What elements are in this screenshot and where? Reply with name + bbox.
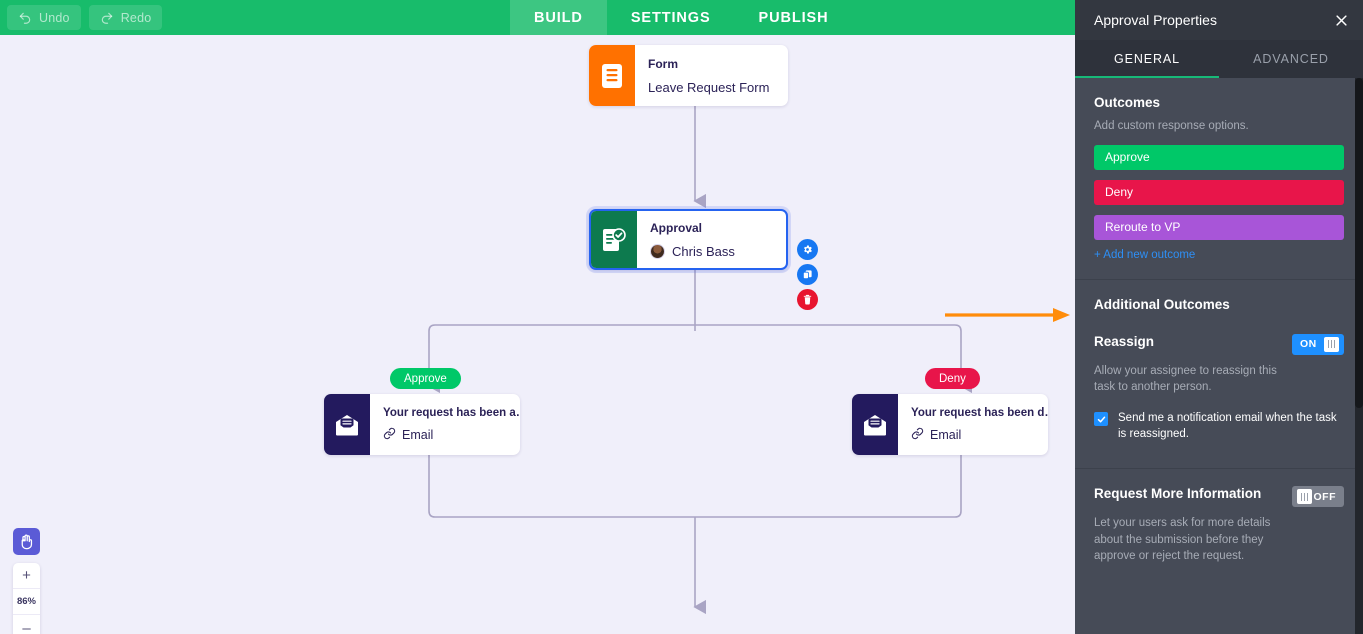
request-more-info-section: Request More Information OFF Let your us…	[1075, 469, 1363, 565]
node-settings-button[interactable]	[797, 239, 818, 260]
document-icon	[589, 45, 635, 106]
notification-checkbox[interactable]	[1094, 412, 1108, 427]
redo-button[interactable]: Redo	[88, 5, 163, 30]
annotation-arrow	[945, 308, 1070, 322]
node-delete-button[interactable]	[797, 289, 818, 310]
outcome-deny[interactable]: Deny	[1094, 179, 1344, 205]
node-email-approve-body: Your request has been approved. Email	[370, 394, 520, 455]
request-info-toggle-state: OFF	[1313, 490, 1336, 503]
node-email-approve-subtitle: Email	[383, 427, 520, 443]
node-approval-subtitle: Chris Bass	[650, 243, 735, 259]
panel-scrollbar-thumb[interactable]	[1355, 78, 1363, 408]
request-info-label: Request More Information	[1094, 486, 1262, 502]
redo-label: Redo	[120, 10, 152, 25]
node-form[interactable]: Form Leave Request Form	[589, 45, 788, 106]
approval-document-icon	[591, 211, 637, 268]
node-approval[interactable]: Approval Chris Bass	[589, 209, 788, 270]
undo-icon	[18, 11, 32, 25]
reassign-toggle[interactable]: ON	[1292, 333, 1344, 355]
node-email-deny-body: Your request has been denied. Email	[898, 394, 1048, 455]
node-email-approve-title: Your request has been approved.	[383, 406, 520, 419]
outcome-approve[interactable]: Approve	[1094, 144, 1344, 170]
node-form-body: Form Leave Request Form	[635, 45, 782, 106]
envelope-icon	[324, 394, 370, 455]
node-email-deny[interactable]: Your request has been denied. Email	[852, 394, 1048, 455]
outcomes-section: Outcomes Add custom response options. Ap…	[1075, 78, 1363, 261]
branch-label-deny[interactable]: Deny	[925, 368, 980, 389]
node-approval-title: Approval	[650, 220, 703, 235]
approval-properties-panel: Approval Properties GENERAL ADVANCED Out…	[1075, 0, 1363, 634]
node-email-approve-type: Email	[402, 427, 434, 442]
page-title: Approval Properties	[1094, 12, 1217, 28]
request-info-description: Let your users ask for more details abou…	[1094, 517, 1271, 563]
pan-tool-button[interactable]	[13, 528, 40, 555]
node-form-title: Form	[648, 56, 678, 71]
node-email-deny-title: Your request has been denied.	[911, 406, 1048, 419]
node-duplicate-button[interactable]	[797, 264, 818, 285]
zoom-out-button[interactable]: –	[22, 619, 31, 634]
tab-settings[interactable]: SETTINGS	[630, 9, 711, 26]
add-new-outcome-link[interactable]: + Add new outcome	[1094, 248, 1196, 261]
toggle-knob	[1297, 489, 1312, 505]
outcomes-description: Add custom response options.	[1094, 120, 1249, 132]
link-icon	[911, 427, 924, 443]
section-divider-2	[1075, 468, 1363, 470]
reassign-label: Reassign	[1094, 333, 1155, 349]
panel-header: Approval Properties	[1075, 0, 1363, 40]
reassign-toggle-state: ON	[1300, 338, 1317, 351]
request-info-row: Request More Information OFF	[1094, 486, 1344, 508]
zoom-level-value: 86%	[13, 589, 40, 615]
node-email-approve[interactable]: Your request has been approved. Email	[324, 394, 520, 455]
node-email-deny-type: Email	[930, 427, 962, 442]
tab-general[interactable]: GENERAL	[1075, 40, 1219, 78]
section-divider	[1075, 278, 1363, 280]
avatar	[650, 243, 665, 259]
history-buttons: Undo Redo	[0, 5, 163, 30]
node-approval-body: Approval Chris Bass	[637, 211, 748, 268]
outcome-reroute-to-vp[interactable]: Reroute to VP	[1094, 214, 1344, 240]
node-email-deny-subtitle: Email	[911, 427, 1048, 443]
reassign-description: Allow your assignee to reassign this tas…	[1094, 364, 1277, 394]
redo-icon	[100, 11, 114, 25]
zoom-controls: + 86% –	[13, 563, 40, 634]
notification-checkbox-row: Send me a notification email when the ta…	[1094, 411, 1344, 442]
additional-outcomes-section: Additional Outcomes Reassign ON Allow yo…	[1075, 280, 1363, 442]
notification-checkbox-label: Send me a notification email when the ta…	[1118, 412, 1337, 440]
outcomes-title: Outcomes	[1094, 95, 1161, 110]
connector-edges	[427, 106, 973, 615]
node-form-subtitle: Leave Request Form	[648, 79, 770, 95]
branch-label-approve[interactable]: Approve	[390, 368, 461, 389]
assignee-name: Chris Bass	[672, 243, 735, 259]
undo-label: Undo	[39, 10, 70, 25]
close-icon[interactable]	[1334, 13, 1349, 28]
toggle-knob	[1324, 336, 1339, 352]
node-action-buttons	[797, 239, 818, 310]
reassign-row: Reassign ON	[1094, 333, 1344, 355]
additional-outcomes-title: Additional Outcomes	[1094, 296, 1230, 312]
tab-build[interactable]: BUILD	[510, 0, 607, 35]
zoom-in-button[interactable]: +	[13, 563, 40, 589]
tab-publish[interactable]: PUBLISH	[758, 9, 829, 26]
envelope-icon	[852, 394, 898, 455]
tab-advanced[interactable]: ADVANCED	[1253, 52, 1329, 66]
link-icon	[383, 427, 396, 443]
request-info-toggle[interactable]: OFF	[1292, 486, 1344, 508]
main-tabs: BUILD SETTINGS PUBLISH	[510, 0, 852, 35]
undo-button[interactable]: Undo	[7, 5, 81, 30]
workflow-canvas[interactable]: Form Leave Request Form Approval	[0, 35, 1075, 634]
panel-tabs: GENERAL ADVANCED	[1075, 40, 1363, 78]
